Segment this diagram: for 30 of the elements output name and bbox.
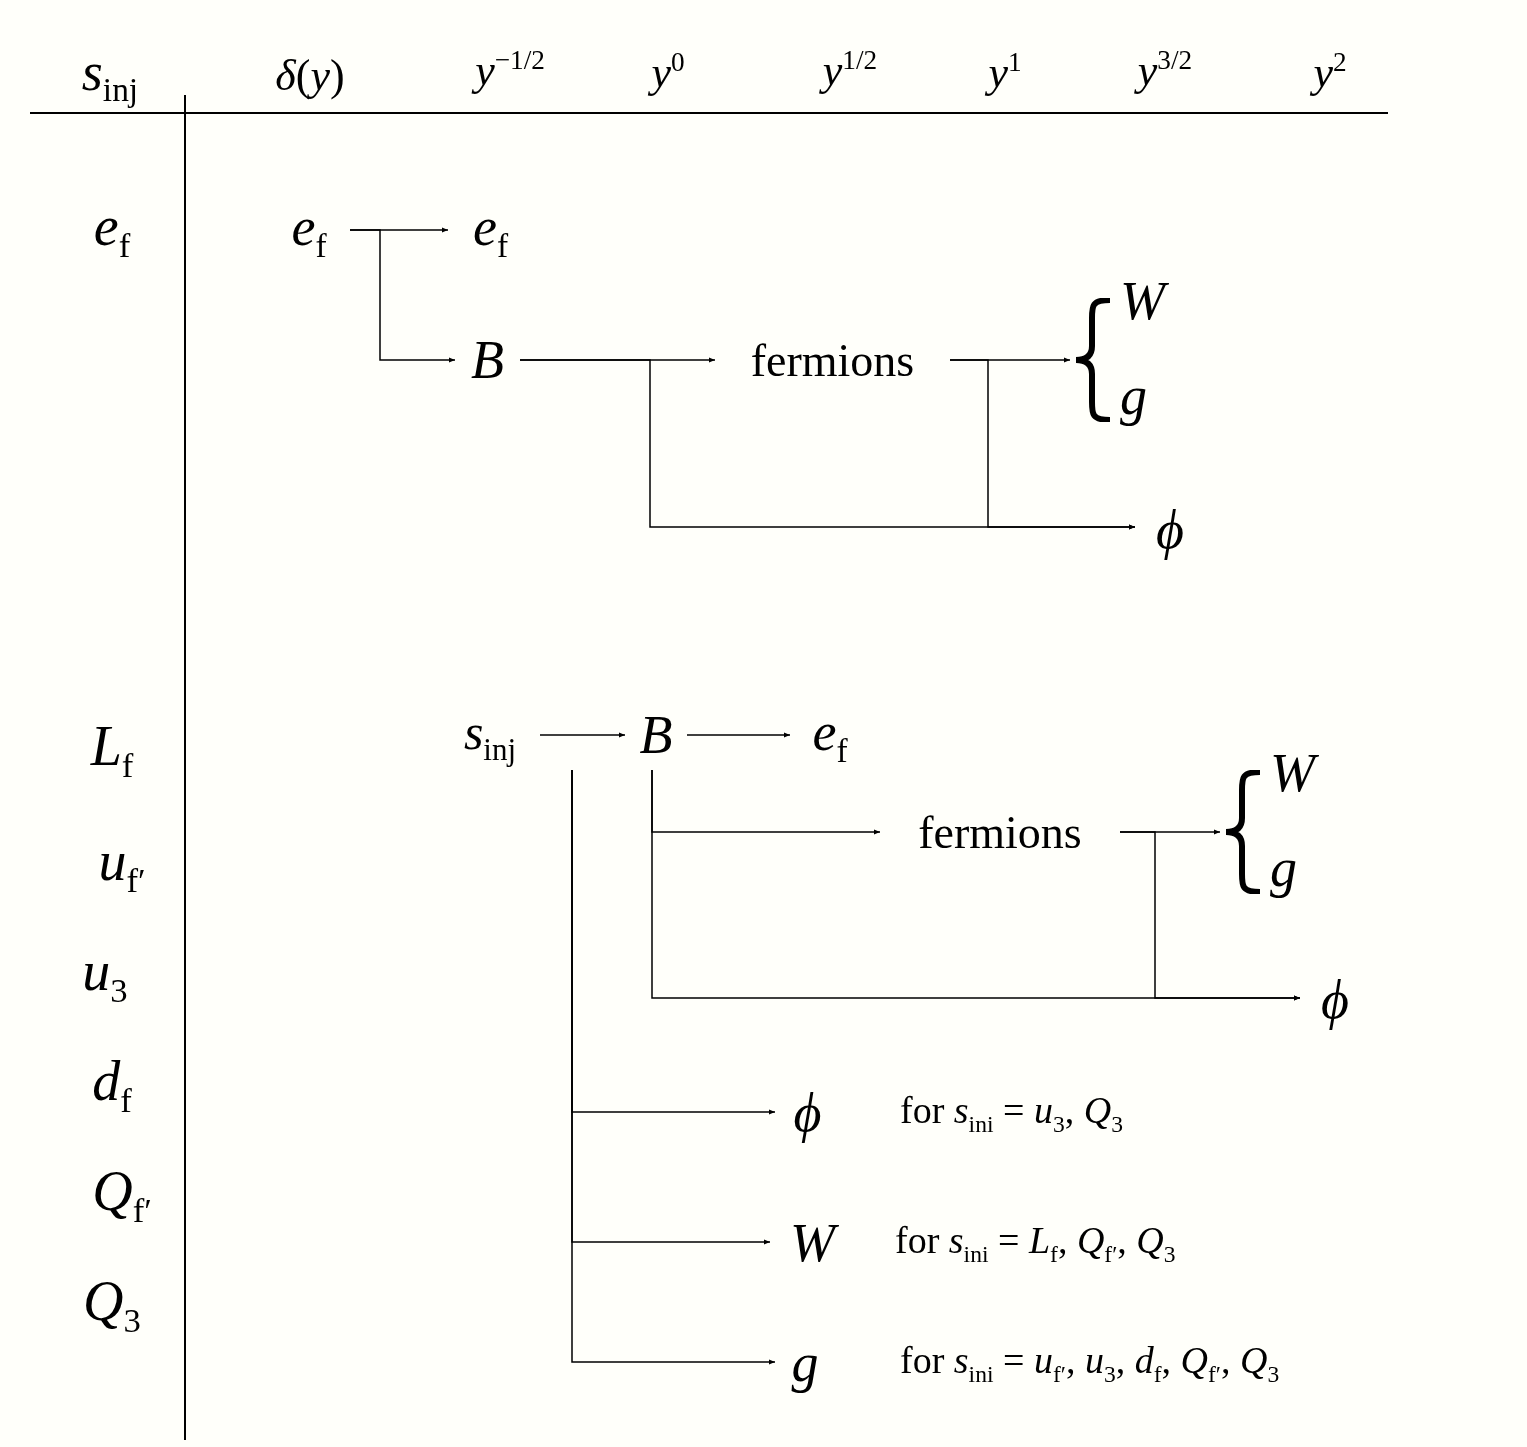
row-header: Q$_{f′}$	[92, 1158, 152, 1232]
row-header: L$_{f}$	[90, 713, 134, 787]
math-symbol: e$_{f}$	[448, 195, 533, 265]
math-symbol: g	[1120, 365, 1147, 427]
row-header: u$_{3}$	[82, 938, 128, 1012]
row-header: Q$_{3}$	[83, 1268, 141, 1342]
math-symbol: B	[455, 325, 520, 395]
math-symbol: g	[1270, 837, 1297, 899]
column-header: δ(y)	[275, 49, 345, 101]
math-symbol: e$_{f}$	[268, 195, 350, 265]
row-header: e$_{f}$	[93, 193, 131, 267]
math-symbol: e$_{f}$	[790, 700, 870, 770]
arrow	[349, 229, 456, 363]
condition-note: for s$_{ini}$ = u$_{3}$, Q$_{3}$	[900, 1087, 1123, 1138]
column-header: s$_{inj}$	[81, 40, 139, 110]
arrow	[949, 359, 1136, 530]
condition-note: for s$_{ini}$ = L$_{f}$, Q$_{f′}$, Q$_{3}$	[895, 1217, 1176, 1268]
math-symbol: ϕ	[1135, 495, 1205, 565]
arrow	[539, 732, 626, 738]
arrow	[686, 732, 791, 738]
row-header: u$_{f′}$	[98, 828, 146, 902]
term-label: fermions	[880, 802, 1120, 862]
arrow	[571, 769, 776, 1365]
arrow	[1119, 831, 1301, 1001]
row-header: d$_{f}$	[92, 1048, 132, 1122]
term-label: fermions	[715, 330, 950, 390]
math-symbol: B	[625, 700, 687, 770]
math-symbol: s$_{inj}$	[440, 700, 540, 770]
condition-note: for s$_{ini}$ = u$_{f′}$, u$_{3}$, d$_{f}$, Q$_{f′}$, Q$_{3}$	[900, 1337, 1280, 1388]
math-symbol: ϕ	[1300, 965, 1370, 1035]
